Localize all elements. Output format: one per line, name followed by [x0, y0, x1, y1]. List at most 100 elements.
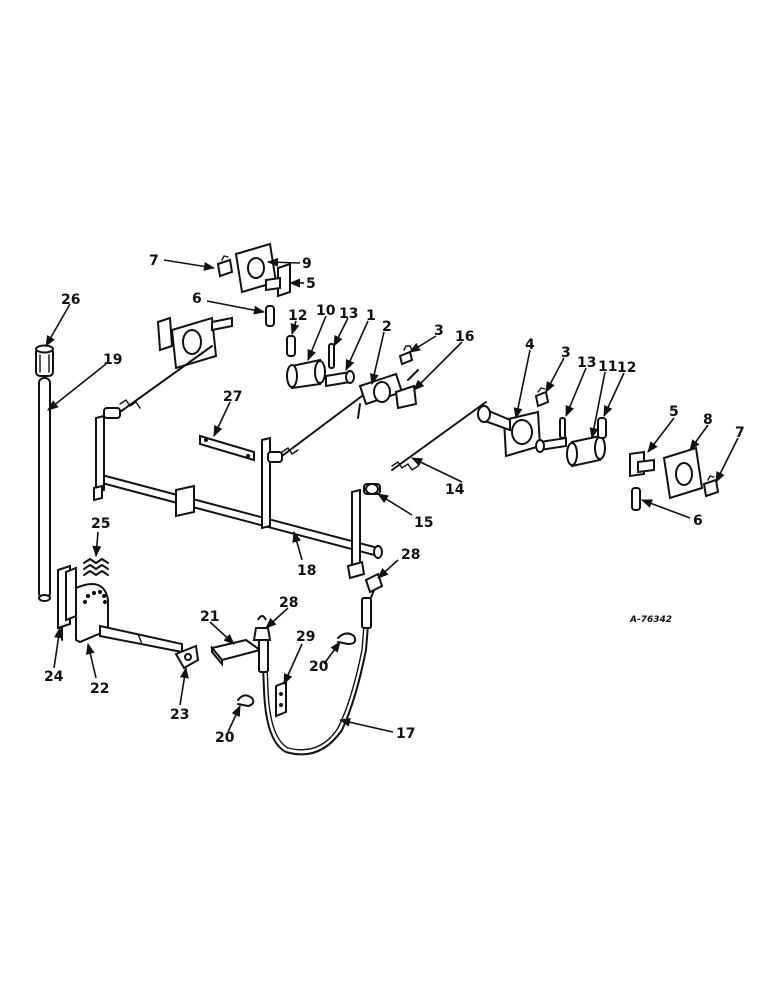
part-1-pin: [325, 370, 355, 388]
part-19-rod: [38, 377, 51, 602]
leader-4: [513, 349, 531, 420]
leader-10: [307, 315, 327, 362]
callout-9: 9: [302, 256, 312, 272]
callout-4: 4: [525, 337, 535, 353]
callout-23: 23: [170, 707, 189, 723]
leader-28-upper: [377, 559, 399, 579]
callout-19: 19: [103, 352, 122, 368]
callout-26: 26: [61, 292, 80, 308]
leader-2: [369, 331, 385, 386]
leader-23: [179, 666, 189, 706]
part-10-clevis: [286, 358, 326, 390]
part-24-bracket: [57, 564, 77, 641]
part-6-pin-right: [631, 487, 641, 511]
leader-6-right: [640, 499, 691, 519]
callout-13-left: 13: [339, 306, 358, 322]
part-25-spring: [83, 558, 109, 576]
callout-6-right: 6: [693, 513, 703, 529]
part-20-pin-lower: [237, 694, 255, 707]
leader-6-left: [206, 300, 266, 315]
leader-29: [283, 643, 303, 686]
callout-25: 25: [91, 516, 110, 532]
leader-3-left: [409, 335, 437, 353]
leader-20-upper: [323, 641, 341, 665]
leader-15: [377, 493, 413, 516]
callout-5-left: 5: [306, 276, 316, 292]
part-29-clip: [275, 680, 287, 718]
part-3-fitting-left: [398, 345, 414, 366]
part-4-pivot-bracket: [477, 405, 542, 458]
callout-21: 21: [200, 609, 219, 625]
part-12-pin-right: [597, 417, 607, 439]
figure-reference: A-76342: [629, 615, 672, 625]
leader-25: [92, 531, 102, 558]
leader-17: [338, 717, 394, 733]
leader-19: [47, 363, 107, 411]
callout-8: 8: [703, 412, 713, 428]
leader-9: [266, 257, 301, 267]
part-left-rod: [103, 345, 213, 419]
callout-12-left: 12: [288, 308, 307, 324]
callout-17: 17: [396, 726, 415, 742]
callout-18: 18: [297, 563, 316, 579]
callout-29: 29: [296, 629, 315, 645]
callout-3-left: 3: [434, 323, 444, 339]
callout-5-right: 5: [669, 404, 679, 420]
leader-13-left: [333, 317, 349, 348]
part-27-strap: [199, 434, 255, 462]
part-2-bracket: [357, 372, 404, 419]
part-13-pin-left: [328, 343, 335, 369]
part-5-pin-right: [629, 450, 655, 478]
part-7-fitting-right: [702, 475, 720, 498]
leader-14: [410, 457, 463, 483]
callout-16: 16: [455, 329, 474, 345]
leader-5-right: [647, 417, 675, 453]
part-16-bracket: [394, 369, 419, 410]
leader-16: [413, 341, 463, 391]
leader-11: [589, 371, 606, 440]
callout-20-upper: 20: [309, 659, 329, 675]
callout-11: 11: [598, 359, 617, 375]
callout-22: 22: [90, 681, 109, 697]
leader-7-right: [715, 437, 739, 484]
part-13-pin-right: [535, 417, 567, 453]
leader-12-left: [290, 320, 300, 336]
callout-7-right: 7: [735, 425, 745, 441]
part-middle-rod: [267, 395, 363, 463]
part-12-pin-left: [286, 335, 296, 357]
callout-14: 14: [445, 482, 465, 498]
callout-20-lower: 20: [215, 730, 235, 746]
callout-13-right: 13: [577, 355, 596, 371]
callout-3-right: 3: [561, 345, 571, 361]
leader-3-right: [545, 357, 565, 393]
part-8-plate: [662, 446, 704, 500]
callout-28-upper: 28: [401, 547, 420, 563]
callout-27: 27: [223, 389, 242, 405]
part-26-sleeve: [35, 344, 54, 377]
leader-21: [209, 621, 235, 645]
callout-28-lower: 28: [279, 595, 298, 611]
leader-12-right: [603, 372, 625, 418]
part-18-shaft: [93, 414, 383, 580]
leader-27: [213, 401, 231, 438]
part-21-lever: [210, 638, 263, 667]
callout-7-left: 7: [149, 253, 159, 269]
leader-26: [45, 303, 71, 347]
part-22-quadrant: [75, 583, 183, 654]
part-5-pin-left: [265, 262, 291, 298]
callout-2: 2: [382, 319, 392, 335]
leader-24: [53, 626, 63, 669]
leader-22: [85, 642, 97, 679]
leader-1: [345, 320, 369, 372]
callout-10: 10: [316, 303, 336, 319]
part-14-rod: [363, 401, 487, 495]
leader-8: [689, 424, 709, 451]
leader-7-left: [163, 259, 216, 271]
callout-15: 15: [414, 515, 433, 531]
part-3-fitting-right: [534, 387, 550, 408]
callout-12-right: 12: [617, 360, 636, 376]
part-20-pin-upper: [337, 632, 357, 645]
callout-24: 24: [44, 669, 64, 685]
leader-28-lower: [265, 607, 289, 629]
